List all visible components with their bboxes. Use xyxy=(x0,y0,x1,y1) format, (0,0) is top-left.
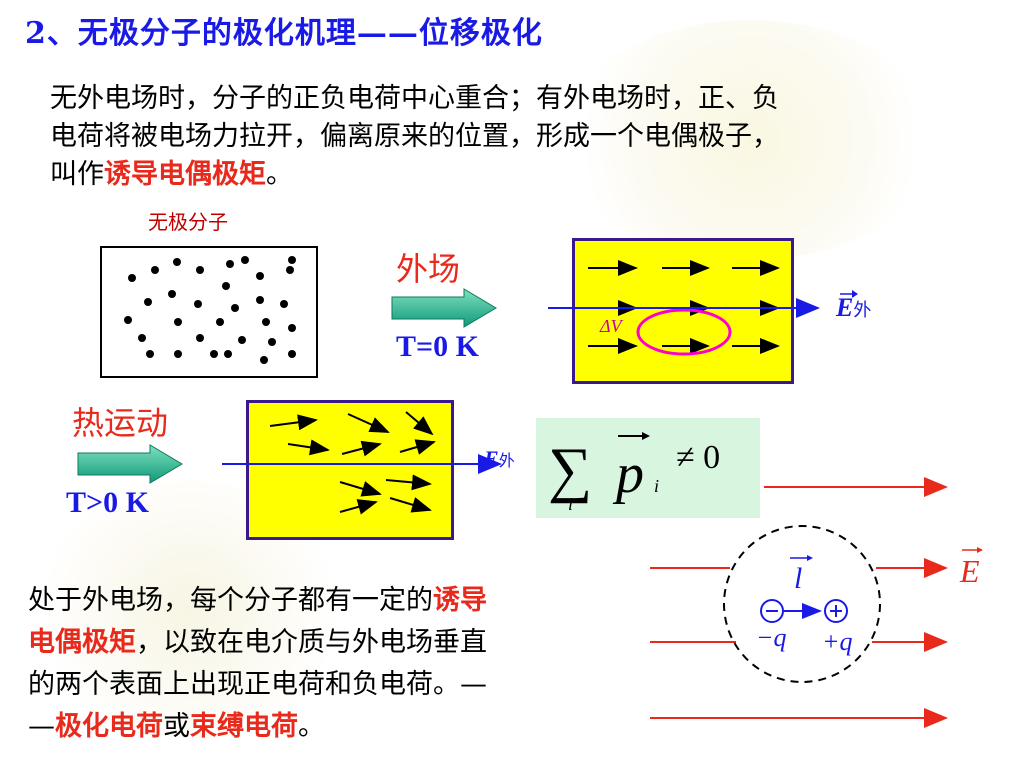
page-title: 2、无极分子的极化机理——位移极化 xyxy=(25,16,543,51)
nonpolar-molecules-box xyxy=(100,246,318,378)
molecule-dots xyxy=(124,256,296,364)
intro-paragraph: 无外电场时，分子的正负电荷中心重合；有外电场时，正、负 电荷将被电场力拉开，偏离… xyxy=(50,80,1000,194)
e-subscript: 外 xyxy=(853,300,872,321)
sum-index: i xyxy=(568,494,573,514)
p-symbol: p xyxy=(612,443,644,505)
intro-line-1: 无外电场时，分子的正负电荷中心重合；有外电场时，正、负 xyxy=(50,83,779,114)
explanation-end: 。 xyxy=(298,711,325,742)
e-symbol: E xyxy=(484,446,499,471)
sum-formula: ∑ i p i ≠ 0 xyxy=(548,432,720,514)
minus-q-label: −q xyxy=(756,623,787,652)
intro-line-2: 电荷将被电场力拉开，偏离原来的位置，形成一个电偶极子， xyxy=(50,121,779,152)
intro-line-3: 叫作诱导电偶极矩。 xyxy=(50,156,1000,194)
explanation-line-2-text: ，以致在电介质与外电场垂直 xyxy=(136,627,487,658)
temperature-zero-label: T=0 K xyxy=(396,330,479,363)
explanation-line-4-prefix: — xyxy=(28,711,55,742)
thermal-motion-label: 热运动 xyxy=(72,404,169,442)
delta-v-label: ΔV xyxy=(600,316,622,336)
aligned-dipoles-box xyxy=(572,238,794,384)
green-arrow-icon xyxy=(77,444,183,484)
e-symbol: E xyxy=(836,293,854,322)
aligned-dipoles-drawing xyxy=(548,260,820,356)
sum-symbol: ∑ xyxy=(548,436,592,504)
neq-zero: ≠ 0 xyxy=(676,439,720,476)
background-flower-decoration xyxy=(560,20,940,260)
e-external-label-bottom: E外 xyxy=(484,446,515,472)
explanation-line-2: 电偶极矩，以致在电介质与外电场垂直 xyxy=(28,622,613,664)
plus-q-label: +q xyxy=(822,627,853,656)
e-external-label-top: E外 xyxy=(836,290,872,323)
sum-formula-box: ∑ i p i ≠ 0 xyxy=(536,418,760,518)
e-subscript: 外 xyxy=(498,451,515,470)
or-text: 或 xyxy=(163,711,190,742)
bound-charge-term: 束缚电荷 xyxy=(190,711,298,742)
dipole-boundary-circle xyxy=(723,525,881,683)
dipole-moment-term: 电偶极矩 xyxy=(28,627,136,658)
dipole-field-diagram: l −q +q E xyxy=(650,477,983,728)
field-e-label: E xyxy=(959,553,980,589)
explanation-line-1: 处于外电场，每个分子都有一定的诱导 xyxy=(28,580,613,622)
l-vector-label: l xyxy=(794,562,802,595)
explanation-line-1-text: 处于外电场，每个分子都有一定的 xyxy=(28,585,433,616)
nonpolar-molecule-label: 无极分子 xyxy=(148,210,228,234)
vector-arrowhead-icon xyxy=(642,432,650,440)
green-arrow-icon xyxy=(391,288,497,328)
p-subscript: i xyxy=(654,476,659,496)
induced-dipole-term: 诱导电偶极矩 xyxy=(104,159,266,190)
vector-arrow-icon xyxy=(840,290,858,298)
external-field-label: 外场 xyxy=(396,250,461,288)
explanation-paragraph: 处于外电场，每个分子都有一定的诱导 电偶极矩，以致在电介质与外电场垂直 的两个表… xyxy=(28,580,613,748)
explanation-line-3: 的两个表面上出现正电荷和负电荷。— xyxy=(28,669,487,700)
temperature-positive-label: T>0 K xyxy=(66,486,149,519)
explanation-line-4: —极化电荷或束缚电荷。 xyxy=(28,706,613,748)
volume-ellipse xyxy=(636,308,732,356)
induced-term: 诱导 xyxy=(433,585,487,616)
polarization-charge-term: 极化电荷 xyxy=(55,711,163,742)
disordered-dipoles-drawing xyxy=(222,411,502,515)
intro-line-3-prefix: 叫作 xyxy=(50,159,104,190)
intro-line-3-suffix: 。 xyxy=(266,159,293,190)
